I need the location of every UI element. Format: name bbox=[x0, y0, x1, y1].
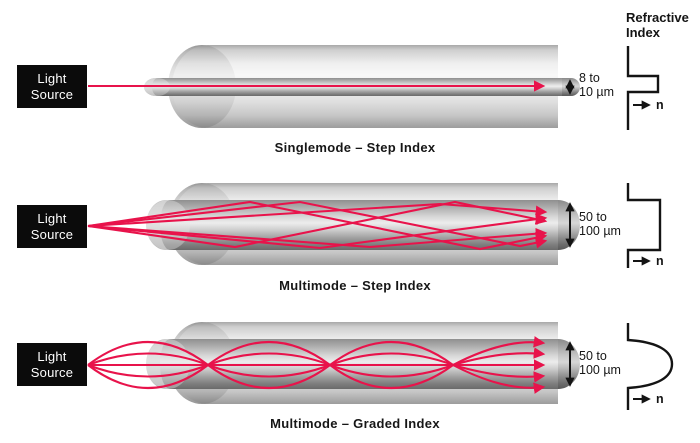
profile-graded bbox=[626, 323, 674, 410]
light-source-box: Light Source bbox=[17, 205, 87, 248]
light-source-label-line2: Source bbox=[30, 86, 74, 102]
refractive-index-heading-line1: Refractive bbox=[626, 10, 689, 25]
fiber-core-entry-face bbox=[146, 339, 190, 389]
n-axis-label: n bbox=[656, 254, 664, 268]
core-diameter-label: 50 to 100 µm bbox=[579, 349, 621, 377]
light-source-label-line1: Light bbox=[37, 348, 67, 364]
fiber-core bbox=[160, 339, 580, 389]
core-diameter-line2: 100 µm bbox=[579, 223, 621, 238]
core-diameter-line1: 8 to bbox=[579, 71, 600, 85]
core-diameter-line1: 50 to bbox=[579, 210, 607, 224]
core-diameter-label: 50 to 100 µm bbox=[579, 210, 621, 238]
row-caption: Multimode – Graded Index bbox=[270, 416, 440, 431]
refractive-index-heading: Refractive Index bbox=[626, 10, 689, 40]
core-diameter-line1: 50 to bbox=[579, 349, 607, 363]
row-caption: Singlemode – Step Index bbox=[274, 140, 436, 155]
fiber-core-exit-face bbox=[558, 200, 580, 250]
fiber-core-exit-face bbox=[558, 339, 580, 389]
fiber-core-entry-face bbox=[146, 200, 190, 250]
n-axis-label: n bbox=[656, 98, 664, 112]
light-source-box: Light Source bbox=[17, 65, 87, 108]
fiber-core-exit-face bbox=[562, 78, 580, 96]
row-caption: Multimode – Step Index bbox=[279, 278, 431, 293]
light-source-label-line2: Source bbox=[30, 226, 74, 242]
core-diameter-line2: 100 µm bbox=[579, 362, 621, 377]
core-diameter-line2: 10 µm bbox=[579, 84, 614, 99]
fiber-core bbox=[152, 78, 580, 96]
fiber-core bbox=[160, 200, 580, 250]
light-source-label-line1: Light bbox=[37, 70, 67, 86]
fiber-core-entry-face bbox=[144, 78, 170, 96]
light-source-label-line2: Source bbox=[30, 364, 74, 380]
light-source-box: Light Source bbox=[17, 343, 87, 386]
n-axis-label: n bbox=[656, 392, 664, 406]
light-source-label-line1: Light bbox=[37, 210, 67, 226]
profile-step-narrow bbox=[626, 46, 660, 130]
core-diameter-label: 8 to 10 µm bbox=[579, 71, 614, 99]
refractive-index-heading-line2: Index bbox=[626, 24, 660, 40]
